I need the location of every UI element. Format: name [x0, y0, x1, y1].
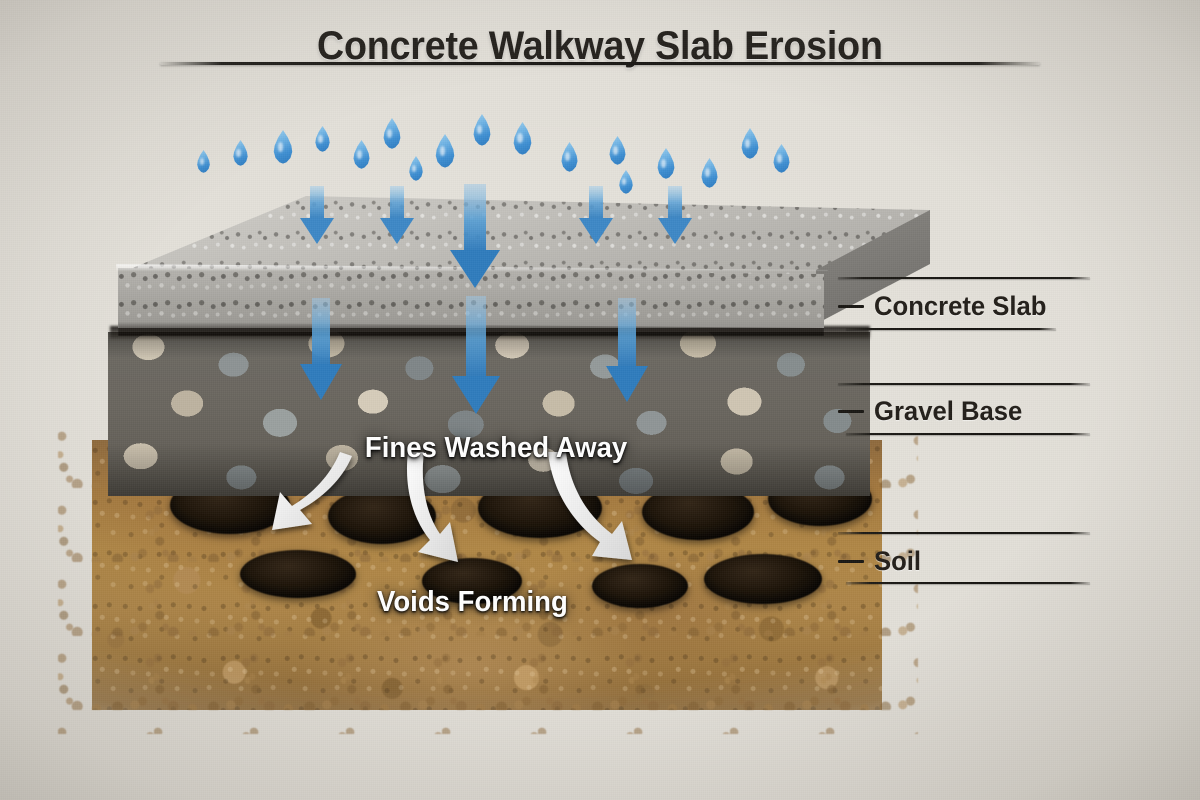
water-drop-icon	[435, 134, 455, 168]
title-block: Concrete Walkway Slab Erosion	[0, 24, 1200, 69]
down-arrow-icon	[579, 186, 613, 244]
annotation-voids-forming: Voids Forming	[377, 586, 568, 618]
gravel-layer	[108, 332, 870, 496]
callout-rule-top	[838, 277, 1090, 279]
water-drop-icon	[383, 118, 401, 149]
callout-rule-top	[838, 532, 1090, 534]
down-arrow-icon	[300, 298, 342, 400]
callout-rule-top	[838, 383, 1090, 385]
page-title: Concrete Walkway Slab Erosion	[317, 24, 883, 68]
water-drop-icon	[701, 158, 718, 188]
down-arrow-icon	[658, 186, 692, 244]
down-arrow-icon	[452, 296, 500, 414]
down-arrow-icon	[380, 186, 414, 244]
water-drop-icon	[619, 170, 633, 194]
callout-leader-dash	[838, 305, 864, 308]
callout-leader-dash	[838, 410, 864, 413]
water-drop-icon	[773, 144, 790, 173]
water-drop-icon	[561, 142, 578, 172]
down-arrow-icon	[300, 186, 334, 244]
water-drop-icon	[473, 114, 491, 146]
gravel-stone-texture	[108, 332, 870, 496]
water-drop-icon	[513, 122, 532, 155]
gravel-shading	[108, 332, 870, 496]
water-drop-icon	[741, 128, 759, 159]
water-drop-icon	[197, 150, 210, 173]
down-arrow-icon	[606, 298, 648, 402]
callout-label-concrete-slab: Concrete Slab	[874, 291, 1047, 321]
callout-rule-bottom	[846, 582, 1090, 584]
annotation-fines-washed-away: Fines Washed Away	[364, 432, 628, 464]
void-cavity	[240, 550, 356, 598]
down-arrow-icon	[450, 184, 500, 288]
water-drop-icon	[353, 140, 370, 169]
water-drop-icon	[657, 148, 675, 179]
water-drop-icon	[609, 136, 626, 165]
void-cavity	[704, 554, 822, 604]
callout-rule-bottom	[846, 328, 1056, 330]
title-underline	[160, 62, 1040, 65]
void-cavity	[592, 564, 688, 608]
water-drop-icon	[409, 156, 423, 181]
water-drop-icon	[315, 126, 330, 152]
callout-label-gravel-base: Gravel Base	[874, 396, 1023, 426]
callout-leader-dash	[838, 560, 864, 563]
void-cavity	[422, 558, 522, 604]
callout-label-soil: Soil	[874, 546, 922, 576]
water-drop-icon	[233, 140, 248, 166]
water-drop-icon	[273, 130, 293, 164]
callout-rule-bottom	[846, 433, 1090, 435]
